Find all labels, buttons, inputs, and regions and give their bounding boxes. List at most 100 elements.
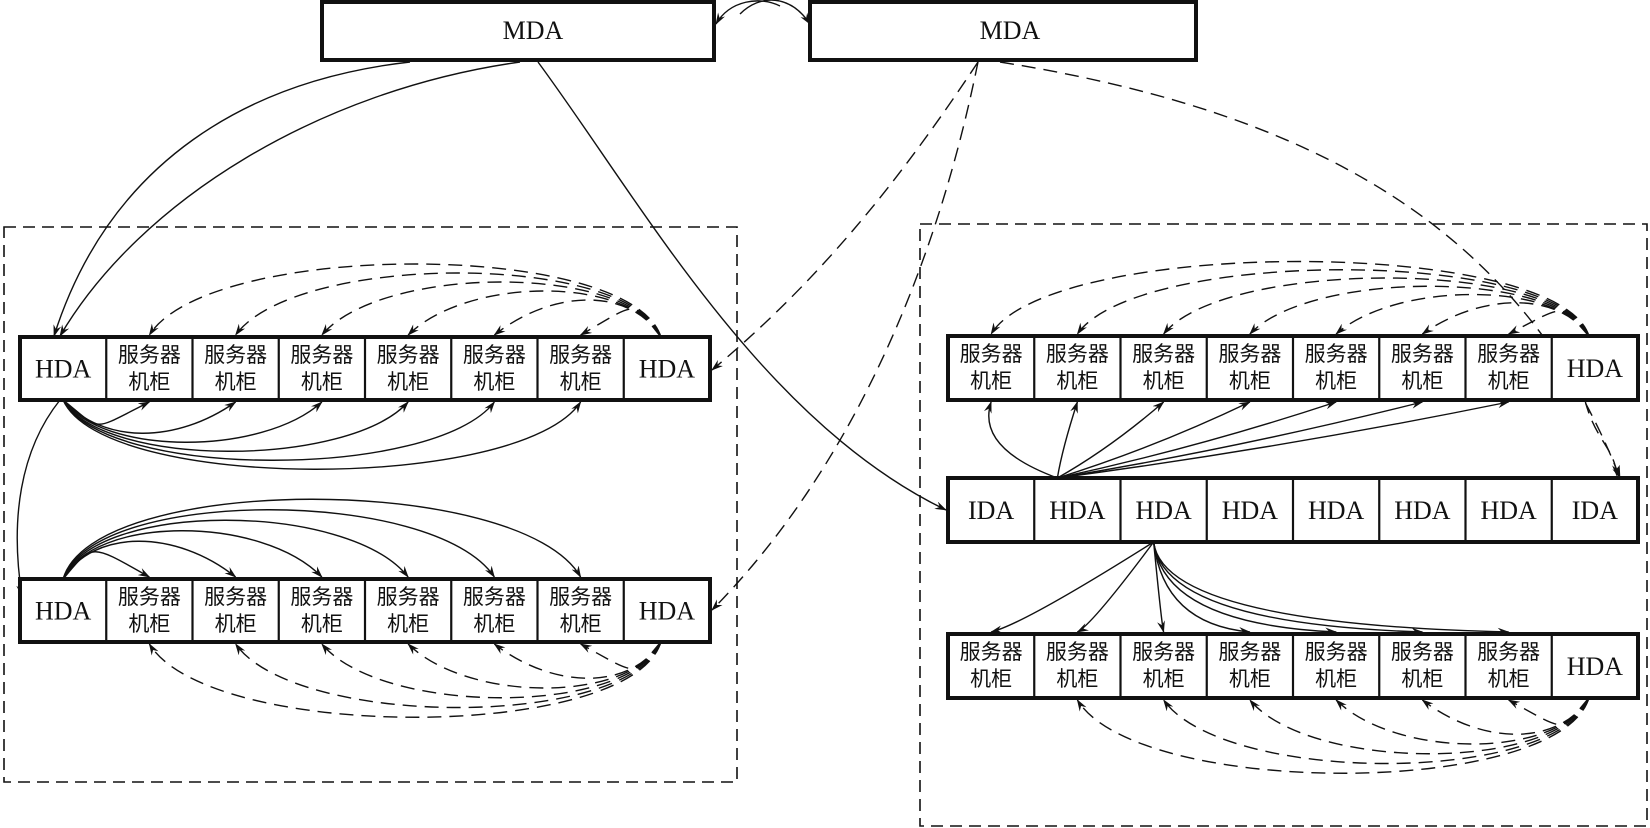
cell-label: 服务器 — [463, 343, 526, 367]
cell-label: 服务器 — [204, 343, 267, 367]
hda-to-cabinet-link — [1152, 541, 1510, 636]
hda-to-cabinet-redundant-link — [493, 641, 662, 679]
cell-label: 服务器 — [1046, 342, 1109, 366]
cell-label: 服务器 — [290, 585, 353, 609]
cell-label: 机柜 — [1229, 369, 1271, 393]
hda-to-cabinet-link — [1056, 401, 1079, 479]
hda-cell[interactable]: HDA — [1465, 478, 1552, 542]
cell-label: HDA — [1567, 354, 1624, 383]
cell-label: 机柜 — [970, 369, 1012, 393]
cell-label: 服务器 — [960, 640, 1023, 664]
hda-to-cabinet-redundant-link — [148, 641, 662, 718]
mda-right-label: MDA — [980, 16, 1041, 45]
hda-cell[interactable]: HDA — [1551, 336, 1638, 400]
hda-cell[interactable]: HDA — [1293, 478, 1380, 542]
mda-left[interactable]: MDA — [320, 0, 716, 62]
cell-label: 机柜 — [1315, 667, 1357, 691]
right-zone-boundary — [919, 223, 1648, 827]
hda-to-cabinet-link — [62, 551, 151, 580]
hda-cell[interactable]: HDA — [1379, 478, 1466, 542]
hda-to-cabinet-redundant-link — [407, 290, 662, 338]
hda-to-cabinet-link — [1057, 400, 1424, 479]
mda-to-hda-link — [53, 61, 411, 337]
hda-to-cabinet-link — [62, 519, 409, 580]
hda-cell[interactable]: HDA — [1034, 478, 1121, 542]
cell-label: 机柜 — [128, 612, 170, 636]
cell-label: 服务器 — [1391, 342, 1454, 366]
hda-cell[interactable]: HDA — [20, 579, 107, 642]
row-outline — [946, 334, 1640, 402]
ida-cell[interactable]: IDA — [1551, 478, 1638, 542]
cell-label: HDA — [35, 355, 92, 384]
cell-label: HDA — [1394, 496, 1451, 525]
cell-label: 服务器 — [204, 585, 267, 609]
ida-cell[interactable]: IDA — [948, 478, 1035, 542]
hda-to-cabinet-redundant-link — [148, 263, 662, 338]
cell-label: 服务器 — [377, 585, 440, 609]
hda-to-cabinet-link — [62, 498, 582, 580]
cell-label: 服务器 — [1132, 342, 1195, 366]
hda-to-cabinet-redundant-link — [321, 641, 662, 699]
cell-label: 机柜 — [1056, 369, 1098, 393]
row-outline — [946, 476, 1640, 544]
cell-label: 服务器 — [960, 342, 1023, 366]
cell-label: 服务器 — [118, 585, 181, 609]
cell-label: 机柜 — [970, 667, 1012, 691]
hda-cell[interactable]: HDA — [20, 337, 107, 400]
hda-cell[interactable]: HDA — [623, 579, 710, 642]
mda-interlink — [739, 0, 811, 25]
cell-label: 服务器 — [1477, 640, 1540, 664]
hda-to-cabinet-link — [62, 540, 237, 580]
hda-cell[interactable]: HDA — [623, 337, 710, 400]
hda-to-cabinet-link — [1152, 541, 1251, 635]
hda-to-hda-link — [16, 399, 61, 597]
cell-label: 服务器 — [549, 343, 612, 367]
cell-label: 服务器 — [1477, 342, 1540, 366]
cell-label: HDA — [35, 597, 92, 626]
cell-label: 服务器 — [1391, 640, 1454, 664]
hda-to-cabinet-link — [1057, 401, 1165, 479]
cell-label: 服务器 — [1305, 342, 1368, 366]
hda-to-cabinet-link — [1057, 400, 1510, 479]
hda-to-cabinet-redundant-link — [1076, 269, 1590, 337]
cell-label: 机柜 — [1401, 667, 1443, 691]
hda-cell[interactable]: HDA — [1551, 634, 1638, 698]
cell-label: 机柜 — [560, 612, 602, 636]
cell-label: 机柜 — [473, 612, 515, 636]
hda-to-cabinet-redundant-link — [1507, 310, 1590, 337]
hda-cell[interactable]: HDA — [1120, 478, 1207, 542]
hda-to-cabinet-redundant-link — [235, 272, 662, 338]
hda-cell[interactable]: HDA — [1206, 478, 1293, 542]
cell-label: 机柜 — [301, 612, 343, 636]
mda-right[interactable]: MDA — [808, 0, 1198, 62]
